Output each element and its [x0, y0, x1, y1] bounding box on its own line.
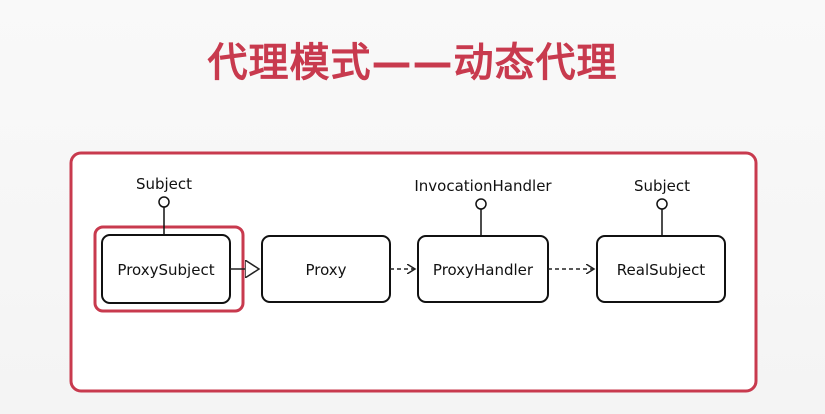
subject-right-label: Subject [634, 177, 690, 195]
proxy-handler-label: ProxyHandler [433, 261, 534, 279]
subject-left-lollipop [158, 196, 170, 235]
subject-right-lollipop [656, 198, 668, 236]
proxy-box: Proxy [261, 235, 391, 303]
slide-title: 代理模式——动态代理 [207, 40, 618, 86]
proxy-subject-label: ProxySubject [117, 261, 214, 279]
subject-left-label: Subject [136, 175, 192, 193]
proxy-subject-box: ProxySubject [101, 234, 231, 304]
invocation-handler-lollipop [475, 198, 487, 236]
proxy-label: Proxy [305, 261, 346, 279]
invocation-handler-label: InvocationHandler [414, 177, 552, 195]
real-subject-label: RealSubject [617, 261, 706, 279]
proxy-handler-box: ProxyHandler [417, 235, 549, 303]
real-subject-box: RealSubject [596, 235, 726, 303]
